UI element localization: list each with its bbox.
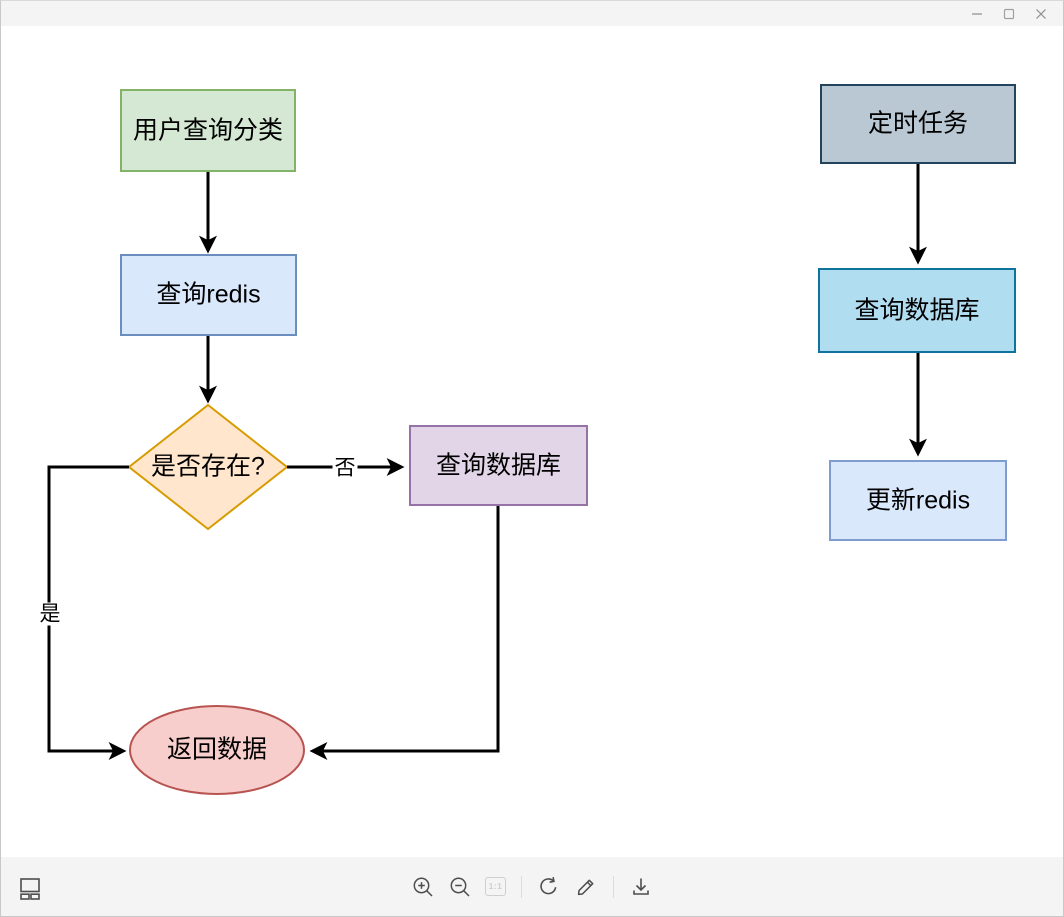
maximize-icon [1003, 8, 1015, 19]
node-query-database-left-label: 查询数据库 [435, 451, 562, 479]
node-query-database-left [409, 425, 588, 506]
close-icon [1036, 8, 1046, 19]
maximize-button[interactable] [993, 1, 1025, 26]
diagram-canvas[interactable]: 用户查询分类查询redis 是否存在? 查询数据库返回数据 定时任务查询数据库更新re… [1, 26, 1063, 857]
node-scheduled-task [820, 84, 1016, 164]
refresh-button[interactable] [535, 873, 563, 901]
refresh-icon [540, 876, 557, 894]
edge-label-decision-no: 否 [332, 456, 358, 480]
minimize-icon [972, 12, 982, 15]
node-query-database-right [818, 268, 1016, 353]
edit-button[interactable] [572, 873, 600, 901]
zoom-out-button[interactable] [446, 873, 474, 901]
minimap-toggle-button[interactable] [15, 872, 45, 902]
node-update-redis [829, 460, 1007, 541]
node-user-query-category-label: 用户查询分类 [132, 116, 284, 144]
zoom-out-icon [450, 877, 470, 897]
node-query-database-right-label: 查询数据库 [854, 296, 980, 324]
minimap-layout-icon [20, 877, 40, 900]
node-exists-decision-label: 是否存在? [151, 452, 265, 481]
download-button[interactable] [627, 873, 655, 901]
ratio-1-1-icon: 1:1 [484, 877, 507, 896]
node-user-query-category [120, 89, 296, 172]
zoom-reset-button: 1:1 [483, 875, 509, 898]
toolbar-divider [521, 875, 523, 898]
node-return-data-label: 返回数据 [166, 735, 268, 764]
node-query-redis-label: 查询redis [156, 280, 261, 309]
window-titlebar [1, 1, 1063, 26]
edge-label-decision-yes: 是 [37, 602, 63, 626]
zoom-in-button[interactable] [409, 873, 437, 901]
node-update-redis-label: 更新redis [865, 486, 971, 514]
node-query-redis [120, 254, 297, 336]
zoom-in-icon [413, 877, 433, 897]
toolbar-divider [613, 875, 615, 898]
bottom-toolbar: 1:1 [1, 857, 1063, 916]
close-button[interactable] [1025, 1, 1057, 26]
node-scheduled-task-label: 定时任务 [867, 109, 969, 138]
download-icon [633, 878, 650, 895]
pencil-icon [578, 879, 594, 895]
minimize-button[interactable] [961, 1, 993, 26]
node-layer: 用户查询分类查询redis 是否存在? 查询数据库返回数据 定时任务查询数据库更新re… [1, 26, 1063, 857]
